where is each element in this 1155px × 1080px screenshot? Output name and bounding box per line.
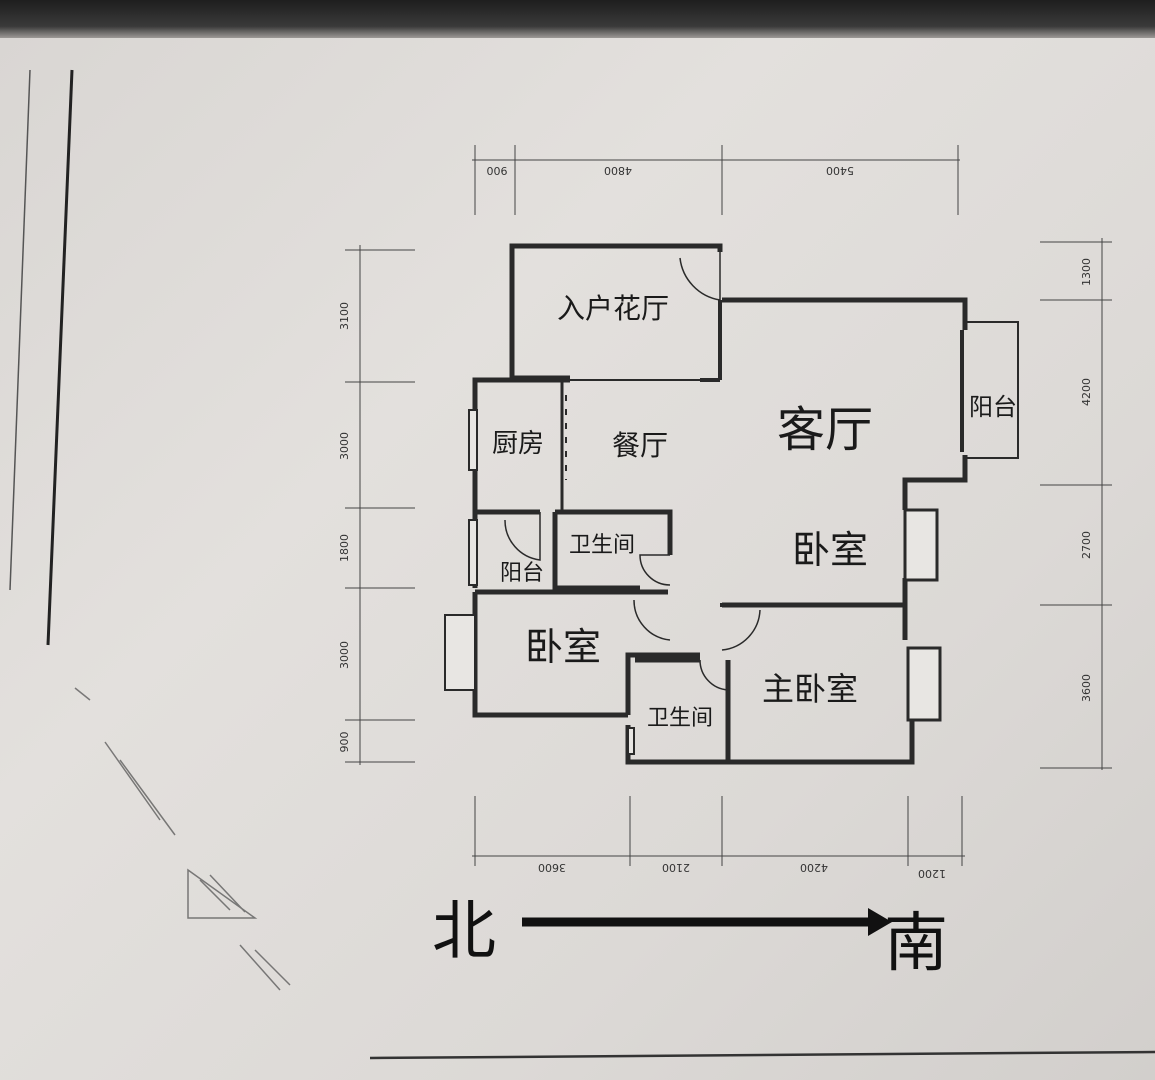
pencil-scribbles xyxy=(74,687,291,991)
margin-line xyxy=(46,69,74,646)
dim-left-3: 1800 xyxy=(338,534,351,562)
dim-top-3: 5400 xyxy=(826,164,854,177)
dim-right-1: 1300 xyxy=(1080,258,1093,286)
margin-line-thin xyxy=(9,69,31,591)
top-dimensions xyxy=(472,145,960,215)
dim-right-4: 3600 xyxy=(1080,674,1093,702)
north-south-arrow xyxy=(522,908,892,936)
paper-sheet xyxy=(0,38,1155,1080)
doors xyxy=(504,252,761,691)
dim-top-2: 4800 xyxy=(604,164,632,177)
north-label: 北 xyxy=(432,895,496,969)
wall-stubs xyxy=(700,378,760,607)
dim-left-1: 3100 xyxy=(338,302,351,330)
dim-bottom-4: 1200 xyxy=(918,867,946,880)
label-dining: 餐厅 xyxy=(612,429,668,462)
windows xyxy=(444,409,942,755)
photo-top-edge xyxy=(0,0,1155,44)
left-dimensions xyxy=(345,245,415,765)
label-living-room: 客厅 xyxy=(777,402,873,458)
label-bathroom-1: 卫生间 xyxy=(569,533,635,558)
dim-bottom-3: 4200 xyxy=(800,861,828,874)
dim-right-2: 4200 xyxy=(1080,378,1093,406)
kitchen-partition xyxy=(560,379,720,510)
south-label: 南 xyxy=(884,907,948,981)
label-entry-garden: 入户花厅 xyxy=(557,292,669,325)
label-kitchen: 厨房 xyxy=(492,429,544,459)
walls xyxy=(472,243,968,765)
label-bedroom-1: 卧室 xyxy=(792,528,868,572)
label-balcony-west: 阳台 xyxy=(500,561,544,586)
label-bedroom-2: 卧室 xyxy=(525,625,601,669)
dim-left-4: 3000 xyxy=(338,641,351,669)
label-balcony-east: 阳台 xyxy=(969,393,1017,421)
dim-bottom-1: 3600 xyxy=(538,861,566,874)
dim-right-3: 2700 xyxy=(1080,531,1093,559)
dim-left-2: 3000 xyxy=(338,432,351,460)
balcony-east-outline xyxy=(960,321,1019,459)
dim-left-5: 900 xyxy=(338,732,351,753)
dim-top-1: 900 xyxy=(487,164,508,177)
bottom-dimensions xyxy=(472,796,965,866)
right-dimensions xyxy=(1040,238,1112,770)
dim-bottom-2: 2100 xyxy=(662,861,690,874)
bottom-border-line xyxy=(369,1050,1155,1060)
label-bathroom-2: 卫生间 xyxy=(647,706,713,731)
label-master-bedroom: 主卧室 xyxy=(762,670,858,708)
